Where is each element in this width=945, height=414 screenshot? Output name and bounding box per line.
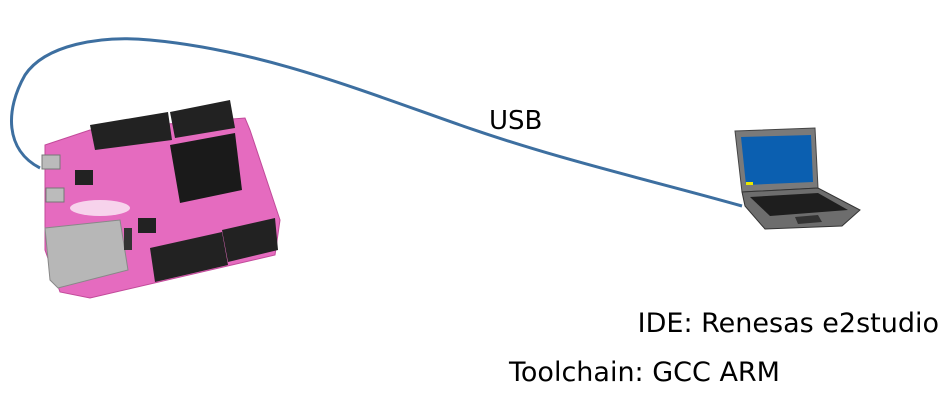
toolchain-label: Toolchain: GCC ARM bbox=[509, 357, 780, 388]
usb-cable bbox=[10, 37, 743, 208]
laptop-image bbox=[734, 127, 861, 230]
ide-label: IDE: Renesas e2studio bbox=[637, 308, 939, 339]
rz-board-image bbox=[41, 100, 281, 299]
usb-label: USB bbox=[489, 106, 543, 136]
